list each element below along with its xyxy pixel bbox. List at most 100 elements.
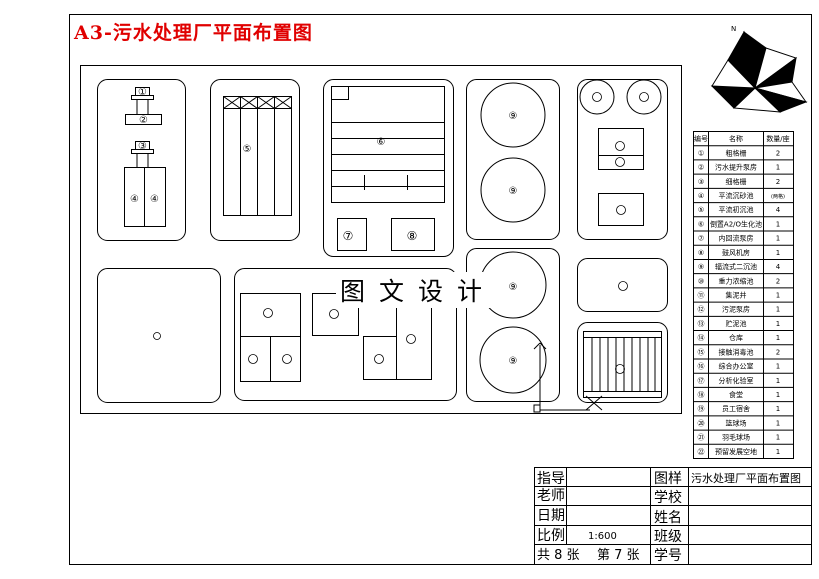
legend-row-9-name: 辐流式二沉池: [715, 262, 757, 271]
tb-date: 日期: [537, 508, 565, 524]
legend-row-10-name: 重力浓缩池: [719, 276, 754, 285]
marker-primary-sed: ⑤: [243, 144, 252, 155]
legend-row-13-no: ⑬: [698, 320, 705, 328]
legend-row-15-no: ⑮: [698, 348, 705, 356]
canteen: [312, 293, 359, 336]
tb-guide: 指导: [537, 471, 565, 487]
title-block: [534, 467, 812, 565]
legend-row-4-no: ④: [698, 192, 704, 200]
legend-row-3-qty: 2: [776, 178, 780, 186]
site-boundary: [80, 65, 682, 414]
legend-table: [693, 131, 794, 459]
north-label: N: [731, 25, 736, 33]
legend-row-22-name: 预留发展空地: [715, 447, 757, 456]
tb-sheet-no: 第 7 张: [597, 548, 640, 563]
legend-row-7-qty: 1: [776, 235, 780, 243]
legend-header-no: 编号: [694, 134, 708, 143]
legend-row-6-name: 倒置A2/O生化池: [710, 219, 762, 228]
marker-clarifier-2: ⑨: [509, 186, 518, 197]
legend-row-3-no: ③: [698, 178, 704, 186]
sheet-border: [69, 14, 812, 565]
marker-pump-house: ②: [139, 115, 148, 126]
legend-row-1-no: ①: [698, 149, 704, 157]
tb-class: 班级: [654, 529, 682, 545]
legend-row-17-name: 分析化验室: [719, 376, 754, 385]
legend-row-19-no: ⑲: [698, 405, 705, 413]
gravity-thickener: [579, 79, 615, 115]
secondary-clarifier: [480, 82, 546, 148]
tb-scale-value: 1:600: [588, 531, 617, 542]
office-building: [240, 293, 301, 337]
legend-row-5-name: 平流初沉池: [719, 205, 754, 214]
secondary-clarifier: [479, 326, 547, 394]
legend-row-1-name: 粗格栅: [726, 148, 747, 157]
block-secondary-clarifiers-a: [466, 79, 560, 240]
legend-row-13-name: 贮泥池: [726, 319, 747, 328]
marker-blower: ⑧: [407, 229, 418, 243]
legend-row-17-no: ⑰: [698, 377, 705, 385]
tb-drawing-name: 污水处理厂平面布置图: [691, 472, 801, 485]
legend-row-16-qty: 1: [776, 363, 780, 371]
block-sludge-treatment: [577, 79, 668, 240]
block-office-area: [234, 268, 457, 401]
legend-header-name: 名称: [729, 134, 743, 143]
legend-row-20-no: ⑳: [698, 419, 705, 427]
block-coarse-screen-area: [97, 79, 186, 241]
legend-row-12-no: ⑫: [698, 306, 705, 314]
legend-row-18-qty: 1: [776, 391, 780, 399]
legend-row-5-no: ⑤: [698, 206, 704, 214]
legend-row-8-qty: 1: [776, 249, 780, 257]
legend-row-16-no: ⑯: [698, 363, 705, 371]
legend-row-9-no: ⑨: [698, 263, 704, 271]
legend-row-19-qty: 1: [776, 405, 780, 413]
legend-row-10-qty: 2: [776, 277, 780, 285]
marker-grit-left: ④: [130, 194, 139, 205]
block-secondary-clarifiers-b: [466, 248, 560, 402]
legend-header-qty: 数量/座: [766, 134, 789, 143]
legend-row-18-name: 食堂: [729, 390, 743, 399]
legend-row-10-no: ⑩: [698, 277, 704, 285]
marker-clarifier-4: ⑨: [509, 356, 518, 367]
legend-row-20-name: 篮球场: [726, 418, 747, 427]
tb-teacher: 老师: [537, 488, 565, 504]
legend-row-14-no: ⑭: [698, 334, 705, 342]
north-arrow: [710, 30, 808, 113]
legend-row-22-qty: 1: [776, 448, 780, 456]
sludge-pump-house: [598, 128, 644, 170]
legend-row-22-no: ㉒: [698, 448, 705, 456]
legend-row-7-name: 内回流泵房: [719, 234, 754, 243]
tb-name: 姓名: [654, 510, 682, 526]
legend-row-7-no: ⑦: [698, 235, 704, 243]
legend-row-1-qty: 2: [776, 149, 780, 157]
legend-row-6-no: ⑥: [698, 220, 704, 228]
legend-row-4-name: 平流沉砂池: [719, 191, 754, 200]
dormitory: [396, 298, 432, 380]
legend-row-15-qty: 2: [776, 348, 780, 356]
sludge-storage-tank: [598, 193, 644, 226]
legend-row-12-qty: 1: [776, 306, 780, 314]
tb-school: 学校: [654, 489, 682, 506]
legend-row-21-qty: 1: [776, 434, 780, 442]
outfall-pipe: [533, 342, 603, 413]
contact-disinfection-tank: [583, 331, 662, 398]
block-disinfection: [577, 322, 668, 403]
legend-row-16-name: 综合办公室: [719, 362, 754, 371]
legend-row-2-qty: 1: [776, 164, 780, 172]
legend-row-9-qty: 4: [776, 263, 781, 271]
legend-row-13-qty: 1: [776, 320, 780, 328]
block-sludge-well: [577, 258, 668, 312]
tb-sheets-total: 共 8 张: [537, 548, 580, 563]
legend-row-11-qty: 1: [776, 292, 780, 300]
gravity-thickener: [626, 79, 662, 115]
a2o-bioreactor: [331, 86, 445, 203]
legend-row-11-name: 集泥井: [726, 291, 747, 300]
secondary-clarifier: [480, 157, 546, 223]
legend-row-19-name: 员工宿舍: [722, 404, 750, 413]
legend-row-14-name: 仓库: [729, 333, 743, 342]
legend-row-11-no: ⑪: [698, 292, 705, 300]
warehouse: [363, 336, 397, 380]
marker-fine-screen: ③: [138, 141, 147, 152]
legend-row-5-qty: 4: [776, 206, 781, 214]
block-a2o-bioreactor: [323, 79, 454, 257]
